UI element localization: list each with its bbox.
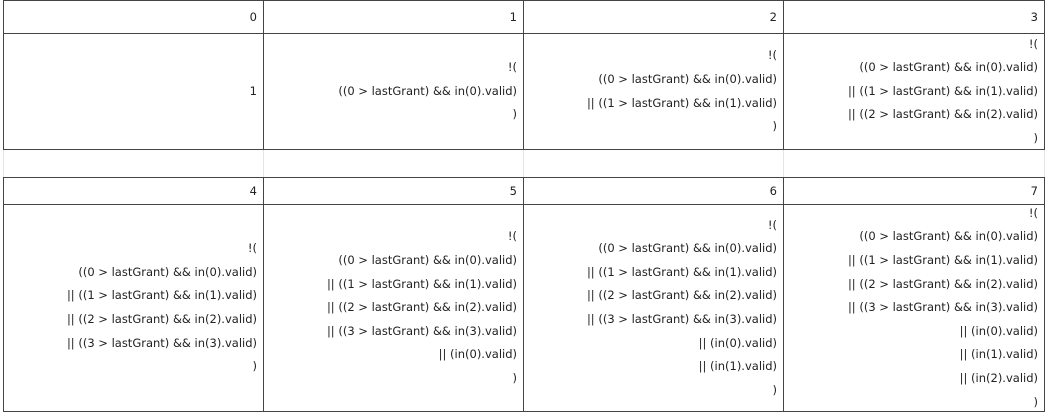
- expression-line: || ((2 > lastGrant) && in(2).valid): [586, 288, 777, 303]
- spacer-row: [3, 150, 1045, 177]
- body-cell: !( ((0 > lastGrant) && in(0).valid) || ((1…: [3, 204, 263, 412]
- expression-line: !(: [1028, 205, 1038, 220]
- top-header-row: 0 1 2 3: [3, 0, 1045, 33]
- expression-line: !(: [767, 48, 777, 63]
- header-cell-5: 5: [263, 177, 523, 204]
- expression-line: ((0 > lastGrant) && in(0).valid): [338, 253, 517, 268]
- header-cell-6: 6: [523, 177, 783, 204]
- expression-line: || ((2 > lastGrant) && in(2).valid): [847, 107, 1038, 122]
- body-cell: !( ((0 > lastGrant) && in(0).valid) || ((1…: [263, 204, 523, 412]
- expression-line: || ((3 > lastGrant) && in(3).valid): [66, 335, 257, 350]
- spacer-cell: [523, 150, 783, 177]
- expression-line: ): [1033, 130, 1039, 145]
- header-label: 4: [249, 184, 257, 198]
- expression-line: || (in(0).valid): [959, 323, 1038, 338]
- header-cell-1: 1: [263, 0, 523, 33]
- bottom-body-row: !( ((0 > lastGrant) && in(0).valid) || ((1…: [3, 204, 1045, 412]
- expression-line: ): [252, 359, 258, 374]
- expression-line: || ((1 > lastGrant) && in(1).valid): [66, 288, 257, 303]
- header-cell-0: 0: [3, 0, 263, 33]
- expression-line: ): [1033, 394, 1039, 409]
- expression-line: || ((3 > lastGrant) && in(3).valid): [586, 312, 777, 326]
- expression-line: || ((1 > lastGrant) && in(1).valid): [847, 253, 1038, 268]
- spacer-cell: [783, 150, 1045, 177]
- header-cell-3: 3: [783, 0, 1045, 33]
- expression-line: ((0 > lastGrant) && in(0).valid): [78, 264, 257, 279]
- expression-line: || ((1 > lastGrant) && in(1).valid): [586, 264, 777, 279]
- top-body-row: 1 !( ((0 > lastGrant) && in(0).valid)) !(…: [3, 33, 1045, 150]
- body-cell: !( ((0 > lastGrant) && in(0).valid)): [263, 33, 523, 150]
- expression-line: || ((3 > lastGrant) && in(3).valid): [847, 300, 1038, 315]
- expression-line: !(: [247, 241, 257, 256]
- expression-line: !(: [1028, 36, 1038, 51]
- header-label: 3: [1030, 10, 1038, 24]
- spacer-cell: [3, 150, 263, 177]
- expression-line: || ((2 > lastGrant) && in(2).valid): [326, 300, 517, 315]
- header-label: 2: [769, 10, 777, 24]
- expression-line: || ((1 > lastGrant) && in(1).valid): [326, 276, 517, 291]
- header-label: 6: [769, 184, 777, 198]
- expression-line: ): [512, 107, 518, 122]
- expression-line: || (in(1).valid): [959, 347, 1038, 362]
- expression-line: ): [772, 119, 778, 134]
- expression-line: ((0 > lastGrant) && in(0).valid): [338, 83, 517, 98]
- header-label: 5: [509, 184, 517, 198]
- expression-line: ((0 > lastGrant) && in(0).valid): [598, 241, 777, 256]
- expression-line: ((0 > lastGrant) && in(0).valid): [859, 60, 1038, 75]
- bottom-header-row: 4 5 6 7: [3, 177, 1045, 204]
- body-cell: !( ((0 > lastGrant) && in(0).valid) || ((1…: [523, 33, 783, 150]
- body-cell: 1: [3, 33, 263, 150]
- body-cell: !( ((0 > lastGrant) && in(0).valid) || ((1…: [783, 204, 1045, 412]
- expression-line: ((0 > lastGrant) && in(0).valid): [859, 229, 1038, 244]
- expression-line: 1: [249, 83, 257, 98]
- expression-line: || ((2 > lastGrant) && in(2).valid): [66, 312, 257, 326]
- header-cell-4: 4: [3, 177, 263, 204]
- header-label: 1: [509, 10, 517, 24]
- spacer-cell: [263, 150, 523, 177]
- header-cell-7: 7: [783, 177, 1045, 204]
- header-cell-2: 2: [523, 0, 783, 33]
- expression-line: || (in(1).valid): [698, 359, 777, 374]
- body-cell: !( ((0 > lastGrant) && in(0).valid) || ((1…: [523, 204, 783, 412]
- expression-line: || (in(2).valid): [959, 370, 1038, 385]
- expression-line: !(: [507, 60, 517, 75]
- expression-line: || ((1 > lastGrant) && in(1).valid): [586, 95, 777, 110]
- expression-line: || (in(0).valid): [438, 347, 517, 362]
- body-cell: !( ((0 > lastGrant) && in(0).valid) || ((1…: [783, 33, 1045, 150]
- expression-line: !(: [507, 229, 517, 244]
- expression-line: ): [512, 370, 518, 385]
- expression-line: || ((3 > lastGrant) && in(3).valid): [326, 323, 517, 338]
- header-label: 0: [249, 10, 257, 24]
- header-label: 7: [1030, 184, 1038, 198]
- expression-line: || (in(0).valid): [698, 335, 777, 350]
- expression-line: !(: [767, 217, 777, 232]
- expression-line: ((0 > lastGrant) && in(0).valid): [598, 71, 777, 86]
- expression-line: ): [772, 382, 778, 397]
- expression-line: || ((1 > lastGrant) && in(1).valid): [847, 83, 1038, 98]
- expression-line: || ((2 > lastGrant) && in(2).valid): [847, 276, 1038, 291]
